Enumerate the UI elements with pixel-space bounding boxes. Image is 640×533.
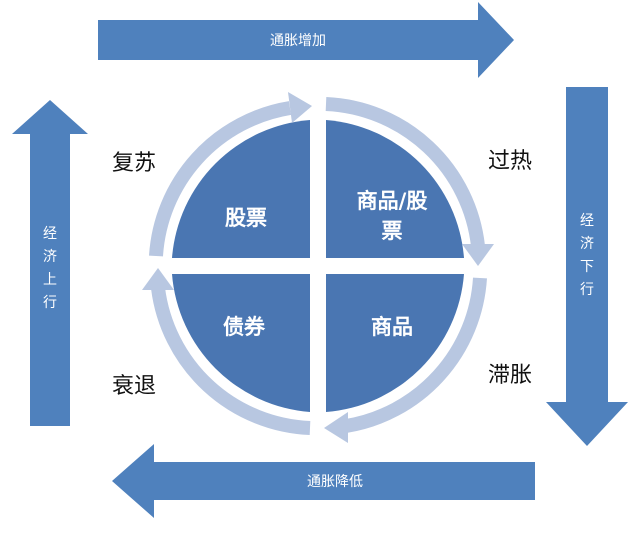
quadrant-commodities [326,274,464,412]
cycle-arrow-bottom-left [142,268,311,435]
svg-text:济: 济 [580,236,594,252]
quadrant-commodities-stocks-label-line2: 票 [382,219,403,243]
arrow-inflation-decrease [112,444,535,518]
quadrant-stocks [172,120,310,258]
svg-text:济: 济 [43,249,57,265]
svg-text:行: 行 [43,295,57,311]
svg-text:下: 下 [580,259,594,275]
quadrant-commodities-stocks-label-line1: 商品/股 [357,189,428,213]
arrow-economy-down-label: 经 济 下 行 [580,213,594,298]
quadrant-commodities-stocks [326,120,464,258]
phase-stagflation-label: 滞胀 [488,363,532,388]
quadrant-bonds-label: 债券 [223,315,266,339]
cycle-arrow-top-right [325,97,494,266]
arrow-inflation-increase [98,2,514,78]
arrow-economy-up-label: 经 济 上 行 [43,226,57,311]
arrow-inflation-decrease-label: 通胀降低 [307,474,363,490]
arrow-economy-up [12,100,88,426]
phase-overheat-label: 过热 [488,149,532,174]
phase-recovery-label: 复苏 [112,151,156,176]
arrow-inflation-increase-label: 通胀增加 [270,33,326,49]
arrow-economy-down [546,87,628,446]
quadrant-commodities-label: 商品 [371,315,413,339]
svg-text:上: 上 [43,272,57,288]
quadrant-stocks-label: 股票 [225,206,267,230]
quadrant-bonds [172,274,310,412]
cycle-arrow-top-left [149,92,312,257]
svg-text:经: 经 [43,226,57,242]
cycle-arrow-bottom-right [324,277,487,443]
svg-text:行: 行 [580,282,594,298]
svg-text:经: 经 [580,213,594,229]
phase-recession-label: 衰退 [112,374,156,399]
